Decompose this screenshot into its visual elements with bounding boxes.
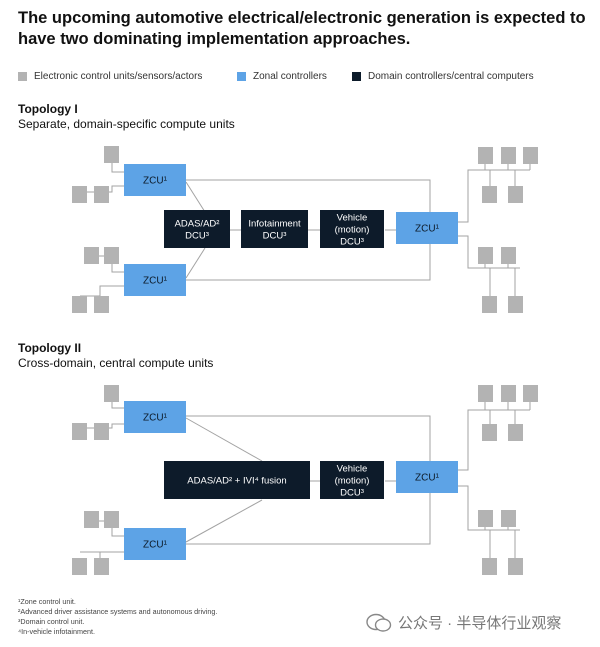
topology1-subtitle: Separate, domain-specific compute units	[18, 117, 235, 131]
t1-zcu-bottom-left-label-line-1: ZCU¹	[143, 276, 168, 287]
t2-ecu-e	[104, 511, 119, 528]
t1-ecu-a	[104, 146, 119, 163]
t1-ecu-h	[478, 147, 493, 164]
t2-zcu-right-label-line-1: ZCU¹	[415, 473, 440, 484]
t2-dcu-vehicle-label-line-3: DCU³	[340, 487, 364, 498]
topology1-title: Topology I	[18, 102, 78, 116]
t1-zcu-top-left-label-line-1: ZCU¹	[143, 176, 168, 187]
t2-dcu-vehicle-label-line-1: Vehicle	[337, 463, 368, 474]
t1-ecu-j	[523, 147, 538, 164]
t1-dcu-vehicle-label-line-2: (motion)	[335, 224, 370, 235]
t2-ecu-h	[478, 385, 493, 402]
t1-ecu-l	[508, 186, 523, 203]
t2-ecu-a	[104, 385, 119, 402]
t1-dcu-vehicle-label-line-1: Vehicle	[337, 212, 368, 223]
t1-ecu-c	[94, 186, 109, 203]
footnote-3: ³Domain control unit.	[18, 617, 85, 626]
footnote-1: ¹Zone control unit.	[18, 597, 76, 606]
t2-zcu-bottom-left-label-line-1: ZCU¹	[143, 540, 168, 551]
t2-ecu-o	[482, 558, 497, 575]
t2-dcu-vehicle-label-line-2: (motion)	[335, 475, 370, 486]
t1-ecu-m	[478, 247, 493, 264]
legend-item-ecu: Electronic control units/sensors/actors	[18, 71, 202, 82]
t1-dcu-adas-label-line-2: DCU³	[185, 230, 209, 241]
legend-label-ecu: Electronic control units/sensors/actors	[34, 71, 203, 82]
t2-zcu-top-left-label-line-1: ZCU¹	[143, 413, 168, 424]
t1-zcu-right-label-line-1: ZCU¹	[415, 224, 440, 235]
t1-dcu-vehicle: Vehicle(motion)DCU³	[320, 210, 384, 248]
footnotes: ¹Zone control unit. ²Advanced driver ass…	[18, 597, 217, 637]
t1-ecu-i	[501, 147, 516, 164]
legend-item-dcu: Domain controllers/central computers	[352, 71, 534, 82]
t1-ecu-f	[72, 296, 87, 313]
t1-dcu-vehicle-label-line-3: DCU³	[340, 236, 364, 247]
watermark-text: 公众号 · 半导体行业观察	[398, 615, 562, 632]
legend-swatch-ecu	[18, 72, 27, 81]
legend-label-zcu: Zonal controllers	[253, 71, 327, 82]
footnote-2: ²Advanced driver assistance systems and …	[18, 607, 218, 616]
t2-ecu-j	[523, 385, 538, 402]
legend-label-dcu: Domain controllers/central computers	[368, 71, 534, 82]
t2-ecu-n	[501, 510, 516, 527]
t2-dcu-fusion: ADAS/AD² + IVI⁴ fusion	[164, 461, 310, 499]
t1-ecu-b	[72, 186, 87, 203]
t1-ecu-d	[84, 247, 99, 264]
legend-swatch-dcu	[352, 72, 361, 81]
t2-zcu-right: ZCU¹	[396, 461, 458, 493]
topology2-heading: Topology II Cross-domain, central comput…	[18, 341, 213, 371]
t2-ecu-p	[508, 558, 523, 575]
t2-ecu-c	[94, 423, 109, 440]
legend-swatch-zcu	[237, 72, 246, 81]
t1-zcu-right: ZCU¹	[396, 212, 458, 244]
topology2-title: Topology II	[18, 341, 82, 355]
t2-ecu-d	[84, 511, 99, 528]
t2-ecu-m	[478, 510, 493, 527]
t1-dcu-adas-label-line-1: ADAS/AD²	[175, 218, 220, 229]
t2-dcu-fusion-label-line-1: ADAS/AD² + IVI⁴ fusion	[187, 475, 286, 486]
legend-item-zcu: Zonal controllers	[237, 71, 327, 82]
t2-ecu-l	[508, 424, 523, 441]
t1-ecu-e	[104, 247, 119, 264]
topology2-subtitle: Cross-domain, central compute units	[18, 356, 214, 370]
t2-ecu-g	[94, 558, 109, 575]
t1-ecu-o	[482, 296, 497, 313]
t2-zcu-top-left: ZCU¹	[124, 401, 186, 433]
wechat-icon	[366, 613, 392, 633]
t1-dcu-infotainment-label-line-1: Infotainment	[248, 218, 301, 229]
topology1-heading: Topology I Separate, domain-specific com…	[18, 102, 235, 132]
t2-dcu-vehicle: Vehicle(motion)DCU³	[320, 461, 384, 499]
t1-ecu-n	[501, 247, 516, 264]
t1-dcu-infotainment-label-line-2: DCU³	[263, 230, 287, 241]
t2-ecu-f	[72, 558, 87, 575]
t2-zcu-bottom-left: ZCU¹	[124, 528, 186, 560]
t1-zcu-bottom-left: ZCU¹	[124, 264, 186, 296]
t1-ecu-k	[482, 186, 497, 203]
page-title: The upcoming automotive electrical/elect…	[18, 9, 586, 48]
footnote-4: ⁴In-vehicle infotainment.	[18, 627, 95, 636]
t1-zcu-top-left: ZCU¹	[124, 164, 186, 196]
t2-ecu-i	[501, 385, 516, 402]
t2-ecu-k	[482, 424, 497, 441]
watermark: 公众号 · 半导体行业观察	[366, 612, 561, 633]
t1-ecu-g	[94, 296, 109, 313]
t2-ecu-b	[72, 423, 87, 440]
t1-ecu-p	[508, 296, 523, 313]
